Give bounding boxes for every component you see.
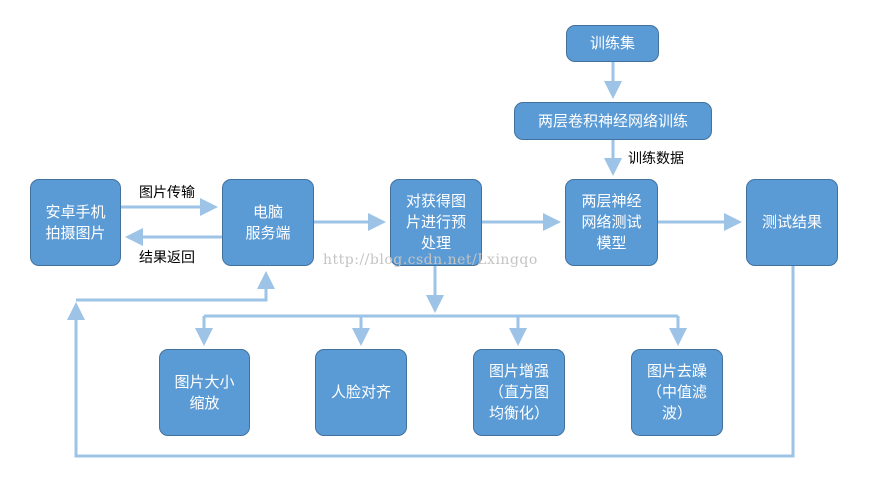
node-cnn-training: 两层卷积神经网络训练 bbox=[514, 102, 712, 140]
node-server: 电脑 服务端 bbox=[222, 179, 314, 266]
node-nn-test: 两层神经 网络测试 模型 bbox=[565, 179, 658, 266]
watermark: http://blog.csdn.net/Lxingqo bbox=[323, 252, 538, 268]
label-training-data: 训练数据 bbox=[628, 151, 684, 167]
return-loop bbox=[67, 266, 795, 458]
arrow-loop-to-server bbox=[76, 271, 275, 302]
label-result-return: 结果返回 bbox=[139, 250, 195, 266]
node-resize: 图片大小 缩放 bbox=[159, 349, 250, 436]
node-face-align: 人脸对齐 bbox=[315, 349, 407, 436]
node-training-set: 训练集 bbox=[566, 25, 659, 62]
node-result: 测试结果 bbox=[746, 179, 838, 266]
node-enhance: 图片增强 （直方图 均衡化） bbox=[473, 349, 565, 436]
node-denoise: 图片去躁 （中值滤 波） bbox=[631, 349, 723, 436]
label-image-transfer: 图片传输 bbox=[139, 185, 195, 201]
node-phone: 安卓手机 拍摄图片 bbox=[30, 179, 121, 266]
node-preprocess: 对获得图 片进行预 处理 bbox=[390, 179, 482, 266]
